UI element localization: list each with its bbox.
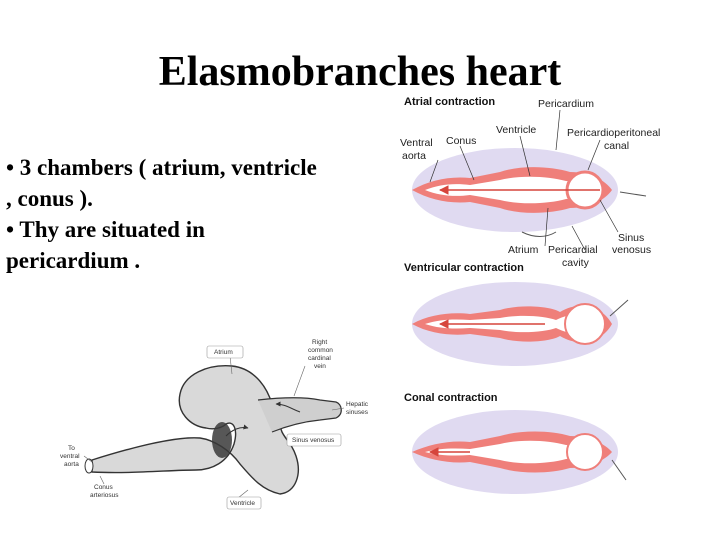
label-pericardioperitoneal-canal: canal	[604, 140, 629, 152]
bullet-line-4: pericardium .	[6, 248, 141, 273]
label-atrium: Atrium	[508, 244, 539, 256]
anatomy-label-conus: Conus	[94, 484, 114, 491]
ventricular-contraction-diagram: Ventricular contraction	[404, 262, 629, 366]
label-pericardium: Pericardium	[538, 98, 594, 110]
anatomy-label-vein: vein	[314, 363, 326, 370]
label-ventral: Ventral	[400, 137, 433, 149]
atrial-contraction-diagram: Atrial contraction Pericardium Ventricle…	[400, 96, 660, 269]
anatomy-label-right: Right	[312, 339, 327, 346]
label-venosus: venosus	[612, 244, 651, 256]
conal-contraction-heading: Conal contraction	[404, 392, 498, 404]
anatomy-label-aorta: aorta	[64, 461, 79, 468]
label-pericardioperitoneal: Pericardioperitoneal	[567, 127, 660, 139]
bullet-line-1: • 3 chambers ( atrium, ventricle	[6, 155, 317, 180]
anatomy-label-hepatic: Hepatic	[346, 401, 369, 408]
ventricular-contraction-heading: Ventricular contraction	[404, 262, 524, 274]
anatomy-label-sinuses: sinuses	[346, 409, 369, 416]
anatomy-label-cardinal: cardinal	[308, 355, 331, 362]
bullet-line-2: , conus ).	[6, 186, 93, 211]
label-ventricle: Ventricle	[496, 124, 536, 136]
heart-anatomy-drawing: Atrium Right common cardinal vein Hepati…	[60, 339, 369, 510]
label-aorta: aorta	[402, 150, 426, 162]
atrial-contraction-heading: Atrial contraction	[404, 96, 495, 108]
anatomy-label-atrium: Atrium	[214, 349, 233, 356]
anatomy-label-ventricle: Ventricle	[230, 500, 255, 507]
label-sinus: Sinus	[618, 232, 644, 244]
label-pericardial: Pericardial	[548, 244, 598, 256]
anatomy-label-sinus-venosus: Sinus venosus	[292, 437, 335, 444]
anatomy-label-common: common	[308, 347, 333, 354]
anatomy-label-to: To	[68, 445, 75, 452]
anatomy-label-ventral: ventral	[60, 453, 80, 460]
slide-title: Elasmobranches heart	[158, 49, 562, 95]
label-conus: Conus	[446, 135, 476, 147]
bullet-list: • 3 chambers ( atrium, ventricle , conus…	[6, 152, 406, 276]
anatomy-label-arteriosus: arteriosus	[90, 492, 119, 499]
label-cavity: cavity	[562, 257, 590, 269]
bullet-line-3: • Thy are situated in	[6, 217, 205, 242]
conal-contraction-diagram: Conal contraction	[404, 392, 627, 494]
